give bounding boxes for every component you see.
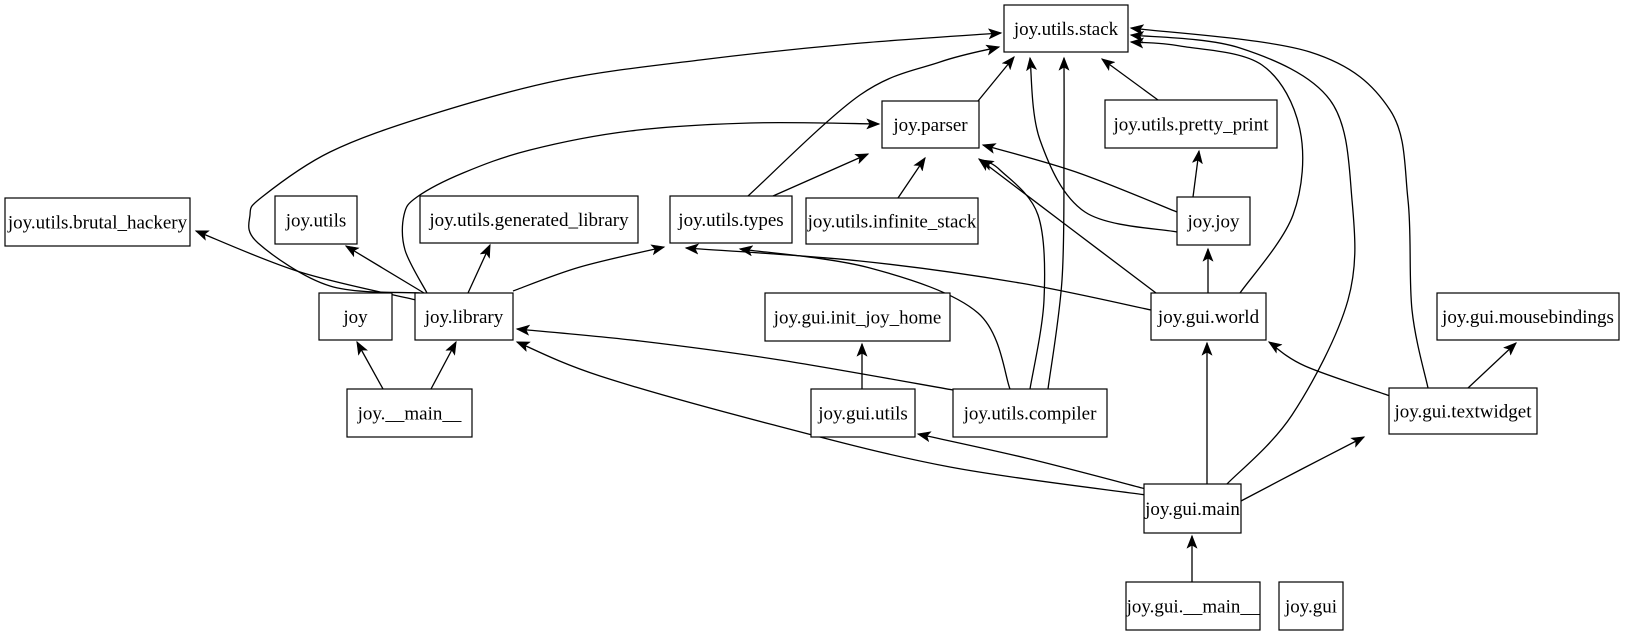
- node-label-joy-gui-main: joy.gui.main: [1144, 499, 1240, 520]
- edge-joy-gui-textwidget-to-joy-utils-stack: [1131, 28, 1429, 389]
- node-box-joy-utils-brutal-hackery: [4, 197, 191, 247]
- node-box-joy-joy: [1176, 196, 1251, 246]
- node-joy-gui-main: joy.gui.main: [1143, 483, 1242, 534]
- node-box-joy-gui-textwidget: [1388, 387, 1538, 435]
- node-box-joy-gui: [1278, 581, 1344, 631]
- node-box-joy-gui-main: [1125, 581, 1261, 631]
- edge-joy-joy-to-joy-utils-pretty-print: [1193, 151, 1199, 198]
- edge-joy-parser-to-joy-utils-stack: [977, 57, 1014, 102]
- edge-joy-gui-world-to-joy-parser: [979, 159, 1157, 294]
- node-joy-main: joy.__main__: [346, 388, 473, 438]
- node-label-joy-gui-init-joy-home: joy.gui.init_joy_home: [773, 308, 942, 329]
- edge-joy-joy-to-joy-utils-stack: [1030, 58, 1178, 233]
- node-label-joy-gui: joy.gui: [1284, 597, 1337, 618]
- node-box-joy-gui-main: [1143, 483, 1242, 534]
- edge-joy-library-to-joy-utils-stack: [248, 33, 1001, 294]
- node-label-joy-utils-compiler: joy.utils.compiler: [963, 404, 1097, 425]
- edge-joy-gui-textwidget-to-joy-gui-mousebindings: [1467, 343, 1516, 389]
- node-box-joy-utils-types: [669, 195, 793, 244]
- node-joy-gui-utils: joy.gui.utils: [810, 388, 916, 438]
- node-joy-utils-pretty-print: joy.utils.pretty_print: [1104, 99, 1278, 149]
- node-joy-gui-world: joy.gui.world: [1150, 292, 1267, 341]
- edge-joy-gui-main-to-joy-gui-utils: [918, 434, 1147, 490]
- node-box-joy-utils-pretty-print: [1104, 99, 1278, 149]
- edge-joy-joy-to-joy-parser: [983, 145, 1178, 213]
- node-joy-utils-stack: joy.utils.stack: [1003, 4, 1129, 53]
- node-box-joy-library: [414, 292, 514, 341]
- node-label-joy-parser: joy.parser: [892, 115, 968, 136]
- nodes-layer: joy.utils.stack joy.parser joy.utils.prett…: [4, 4, 1620, 631]
- node-label-joy-utils-brutal-hackery: joy.utils.brutal_hackery: [7, 213, 188, 234]
- node-box-joy-utils: [274, 195, 358, 245]
- edge-joy-utils-pretty-print-to-joy-utils-stack: [1102, 59, 1159, 101]
- node-joy-utils-types: joy.utils.types: [669, 195, 793, 244]
- node-box-joy: [318, 292, 393, 341]
- node-label-joy-gui-utils: joy.gui.utils: [817, 404, 908, 425]
- edge-joy-library-to-joy-utils-generated-library: [467, 245, 491, 294]
- node-joy-utils-compiler: joy.utils.compiler: [952, 388, 1108, 438]
- node-label-joy-utils: joy.utils: [285, 211, 347, 232]
- node-label-joy-utils-types: joy.utils.types: [677, 210, 783, 231]
- edge-joy-gui-main-to-joy-gui-textwidget: [1240, 437, 1364, 502]
- node-label-joy-utils-infinite-stack: joy.utils.infinite_stack: [807, 212, 977, 233]
- edge-joy-utils-compiler-to-joy-parser: [981, 160, 1046, 390]
- node-label-joy-library: joy.library: [424, 307, 504, 328]
- edge-joy-utils-types-to-joy-utils-stack: [747, 47, 999, 197]
- edge-joy-library-to-joy-parser: [401, 123, 879, 294]
- node-label-joy-utils-generated-library: joy.utils.generated_library: [428, 210, 629, 231]
- node-joy-utils-infinite-stack: joy.utils.infinite_stack: [805, 197, 979, 245]
- node-box-joy-utils-stack: [1003, 4, 1129, 53]
- edge-joy-gui-world-to-joy-utils-types: [686, 248, 1152, 311]
- node-box-joy-gui-world: [1150, 292, 1267, 341]
- edge-joy-library-to-joy-utils: [346, 246, 425, 294]
- node-box-joy-gui-utils: [810, 388, 916, 438]
- node-label-joy-utils-pretty-print: joy.utils.pretty_print: [1113, 115, 1270, 136]
- node-joy-utils-generated-library: joy.utils.generated_library: [419, 195, 639, 244]
- node-label-joy-utils-stack: joy.utils.stack: [1013, 19, 1119, 40]
- node-label-joy-gui-world: joy.gui.world: [1157, 307, 1260, 328]
- edge-joy-utils-compiler-to-joy-library: [517, 329, 954, 391]
- node-joy-utils: joy.utils: [274, 195, 358, 245]
- edge-joy-utils-types-to-joy-parser: [772, 153, 868, 197]
- edge-joy-gui-main-to-joy-utils-stack: [1131, 35, 1356, 485]
- node-joy-gui: joy.gui: [1278, 581, 1344, 631]
- node-label-joy-joy: joy.joy: [1186, 212, 1240, 233]
- edge-joy-library-to-joy-utils-types: [512, 247, 664, 292]
- node-joy-gui-textwidget: joy.gui.textwidget: [1388, 387, 1538, 435]
- node-label-joy-gui-mousebindings: joy.gui.mousebindings: [1441, 307, 1614, 328]
- node-label-joy-gui-main: joy.gui.__main__: [1126, 597, 1260, 618]
- edge-joy-gui-textwidget-to-joy-gui-world: [1269, 342, 1391, 397]
- node-joy-joy: joy.joy: [1176, 196, 1251, 246]
- node-joy-gui-mousebindings: joy.gui.mousebindings: [1436, 292, 1620, 341]
- node-joy: joy: [318, 292, 393, 341]
- node-box-joy-parser: [881, 100, 980, 149]
- node-joy-parser: joy.parser: [881, 100, 980, 149]
- edge-joy-main-to-joy-library: [430, 342, 456, 390]
- node-label-joy-main: joy.__main__: [357, 404, 462, 425]
- node-joy-library: joy.library: [414, 292, 514, 341]
- edges-layer: [196, 28, 1516, 582]
- edge-joy-utils-compiler-to-joy-utils-stack: [1047, 58, 1064, 390]
- node-box-joy-utils-infinite-stack: [805, 197, 979, 245]
- edge-joy-gui-main-to-joy-library: [517, 341, 1147, 496]
- edge-joy-utils-infinite-stack-to-joy-parser: [897, 158, 925, 199]
- node-label-joy-gui-textwidget: joy.gui.textwidget: [1393, 402, 1532, 423]
- node-box-joy-utils-compiler: [952, 388, 1108, 438]
- edge-joy-main-to-joy: [357, 342, 384, 390]
- node-joy-gui-main: joy.gui.__main__: [1125, 581, 1261, 631]
- node-box-joy-main: [346, 388, 473, 438]
- node-box-joy-gui-mousebindings: [1436, 292, 1620, 341]
- edge-joy-gui-world-to-joy-utils-stack: [1131, 42, 1304, 294]
- node-box-joy-utils-generated-library: [419, 195, 639, 244]
- node-box-joy-gui-init-joy-home: [764, 292, 951, 342]
- edge-joy-utils-compiler-to-joy-utils-types: [740, 249, 1011, 390]
- node-joy-utils-brutal-hackery: joy.utils.brutal_hackery: [4, 197, 191, 247]
- node-label-joy: joy: [342, 307, 368, 328]
- node-joy-gui-init-joy-home: joy.gui.init_joy_home: [764, 292, 951, 342]
